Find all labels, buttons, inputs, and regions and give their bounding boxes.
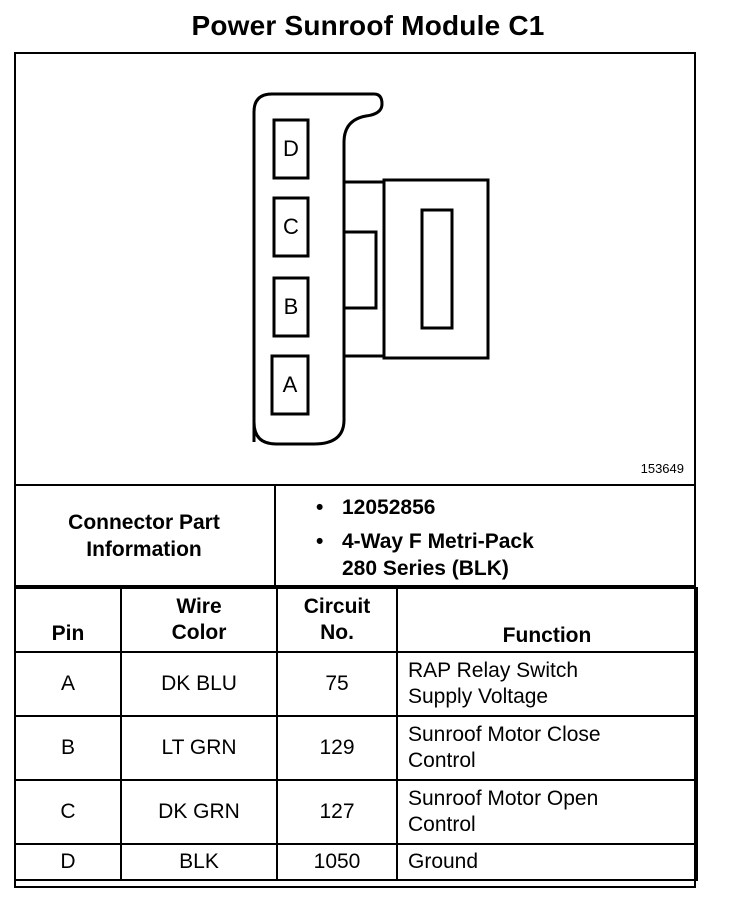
cell-wire-color: DK BLU [120, 651, 278, 717]
cell-function: Sunroof Motor Open Control [396, 779, 698, 845]
pin-label-d: D [283, 136, 299, 161]
connector-type-line1: 4-Way F Metri-Pack [342, 530, 534, 553]
table-row: B LT GRN 129 Sunroof Motor Close Control [14, 715, 698, 781]
cell-wire-color: DK GRN [120, 779, 278, 845]
pin-label-a: A [282, 372, 298, 397]
pin-cavity-b [272, 276, 310, 338]
cell-circuit: 127 [276, 779, 398, 845]
connector-drawing [252, 92, 490, 446]
connector-info-label: Connector Part Information [14, 486, 276, 585]
figure-id: 153649 [640, 461, 684, 476]
connector-diagram: D C B A 153649 [14, 52, 696, 486]
connector-body [252, 92, 384, 446]
table-row: A DK BLU 75 RAP Relay Switch Supply Volt… [14, 651, 698, 717]
cell-wire-color: LT GRN [120, 715, 278, 781]
cell-pin: D [14, 843, 122, 881]
connector-info-row: Connector Part Information • 12052856 • … [14, 486, 696, 587]
latch-tab [342, 230, 378, 310]
cell-pin: C [14, 779, 122, 845]
pin-cavity-d [272, 118, 310, 180]
cell-circuit: 75 [276, 651, 398, 717]
header-function: Function [396, 587, 698, 653]
page-title: Power Sunroof Module C1 [191, 10, 545, 41]
part-number: 12052856 [342, 496, 436, 519]
latch-slot [420, 208, 454, 330]
cell-pin: B [14, 715, 122, 781]
connector-info-label-line2: Information [86, 537, 202, 561]
cell-function: Ground [396, 843, 698, 881]
connector-type-line2: 280 Series (BLK) [342, 557, 509, 580]
pin-label-b: B [283, 294, 299, 319]
header-wire-color: Wire Color [120, 587, 278, 653]
header-pin: Pin [14, 587, 122, 653]
table-row: C DK GRN 127 Sunroof Motor Open Control [14, 779, 698, 845]
latch-housing [382, 178, 490, 360]
cell-circuit: 129 [276, 715, 398, 781]
pinout-table: Pin Wire Color Circuit No. Function A DK… [14, 587, 698, 881]
cell-pin: A [14, 651, 122, 717]
cell-wire-color: BLK [120, 843, 278, 881]
cell-function: Sunroof Motor Close Control [396, 715, 698, 781]
table-row: D BLK 1050 Ground [14, 843, 698, 881]
connector-info-label-line1: Connector Part [68, 510, 220, 534]
table-header-row: Pin Wire Color Circuit No. Function [14, 587, 698, 653]
pin-cavity-a [270, 354, 310, 416]
bullet-icon: • [316, 530, 324, 553]
pin-cavity-c [272, 196, 310, 258]
connector-info-values: • 12052856 • 4-Way F Metri-Pack 280 Seri… [276, 486, 694, 585]
document-frame [14, 52, 696, 888]
pin-label-c: C [283, 214, 299, 239]
bullet-icon: • [316, 496, 324, 519]
cell-function: RAP Relay Switch Supply Voltage [396, 651, 698, 717]
cell-circuit: 1050 [276, 843, 398, 881]
header-circuit: Circuit No. [276, 587, 398, 653]
